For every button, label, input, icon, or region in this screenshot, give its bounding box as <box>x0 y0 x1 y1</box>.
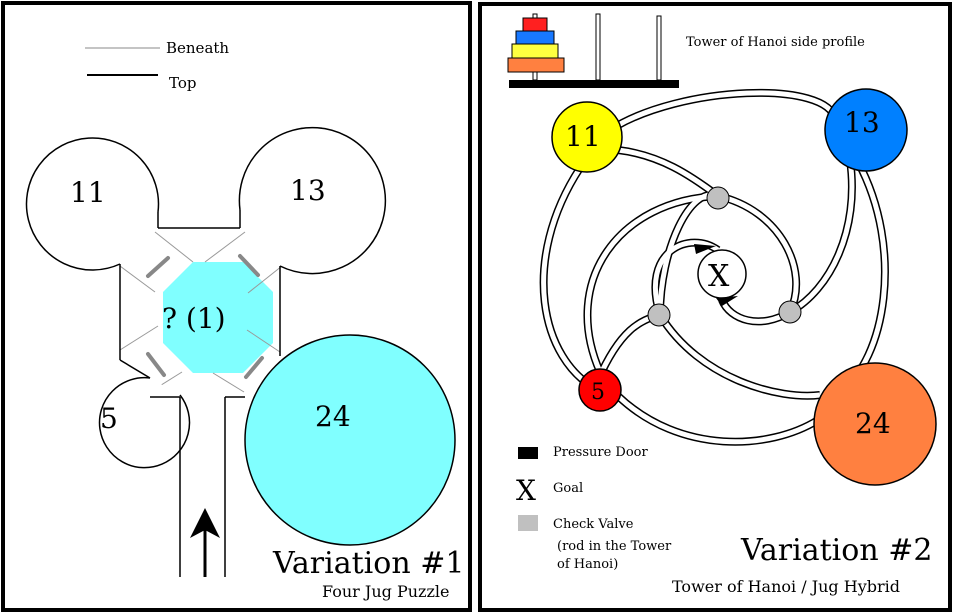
check-valve-right <box>778 300 802 324</box>
check-valve-icon <box>518 515 538 531</box>
jug-11-right-label: 11 <box>565 120 601 153</box>
legend-check-valve-note-1: (rod in the Tower <box>557 539 672 554</box>
jug-13-right-label: 13 <box>844 106 880 139</box>
top-walls <box>119 210 281 379</box>
jug-11-left <box>25 137 160 271</box>
pressure-door-2 <box>716 296 738 306</box>
jug-13-left <box>238 126 387 275</box>
legend-top-label: Top <box>169 74 196 92</box>
jug-13-left-label: 13 <box>290 174 326 207</box>
center-chamber <box>163 262 273 373</box>
jug-5-right-label: 5 <box>591 380 605 405</box>
jug-13-right <box>824 88 908 172</box>
legend-goal-label: Goal <box>553 481 583 496</box>
entrance-corridor <box>150 396 245 577</box>
hanoi-disk-3 <box>511 43 559 59</box>
right-legend: Pressure Door X Goal Check Valve (rod in… <box>516 445 672 572</box>
entrance-arrow <box>190 508 220 577</box>
pressure-door-icon <box>518 447 538 459</box>
hanoi-profile: Tower of Hanoi side profile <box>507 13 865 88</box>
left-panel: Beneath Top <box>1 1 472 612</box>
left-panel-subtitle: Four Jug Puzzle <box>322 582 449 601</box>
jug-5-left-label: 5 <box>100 402 118 435</box>
legend-pressure-door-label: Pressure Door <box>553 445 648 460</box>
center-chamber-label: ? (1) <box>162 302 226 335</box>
jug-24-right-label: 24 <box>855 407 891 440</box>
left-panel-title: Variation #1 <box>272 546 464 581</box>
jug-24-left <box>244 334 456 546</box>
jug-5-right <box>578 368 622 412</box>
hanoi-base <box>509 80 679 88</box>
check-valve-left <box>647 303 671 327</box>
jug-24-left-label: 24 <box>315 400 351 433</box>
legend-goal-symbol: X <box>516 474 536 507</box>
hanoi-disk-2 <box>515 30 555 45</box>
right-panel: Tower of Hanoi side profile <box>478 2 952 612</box>
jug-24-right <box>813 362 937 486</box>
hanoi-rod-3 <box>656 15 662 81</box>
valve-marks-left <box>146 254 264 379</box>
legend-beneath-label: Beneath <box>166 39 229 57</box>
legend-check-valve-note-2: of Hanoi) <box>557 557 618 572</box>
goal-symbol: X <box>708 259 730 294</box>
jug-11-right <box>551 101 623 173</box>
jug-5-left <box>98 376 191 469</box>
right-panel-subtitle: Tower of Hanoi / Jug Hybrid <box>672 577 900 596</box>
hanoi-rod-2 <box>595 13 601 81</box>
hanoi-caption: Tower of Hanoi side profile <box>686 35 865 50</box>
hanoi-disk-4 <box>507 57 565 73</box>
jug-11-left-label: 11 <box>70 176 106 209</box>
pressure-door-1 <box>694 244 716 254</box>
right-panel-title: Variation #2 <box>740 533 932 568</box>
legend-check-valve-label: Check Valve <box>553 517 634 532</box>
left-legend: Beneath Top <box>85 39 229 92</box>
hanoi-disk-1 <box>522 17 548 32</box>
check-valve-top <box>706 186 730 210</box>
pipes <box>539 88 889 446</box>
